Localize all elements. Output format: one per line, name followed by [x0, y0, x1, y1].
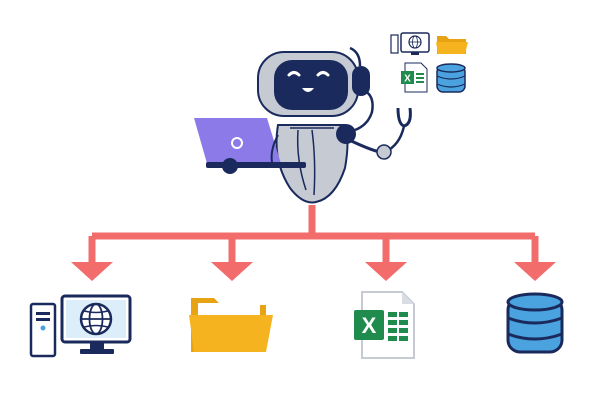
robot — [194, 46, 412, 204]
svg-text:X: X — [362, 313, 377, 338]
connector-arrowheads — [71, 262, 556, 281]
database-icon — [506, 292, 564, 354]
arrow-to-spreadsheet — [365, 262, 407, 281]
svg-text:X: X — [404, 74, 411, 85]
small-spreadsheet-icon: X — [401, 62, 428, 93]
connector-tree — [88, 205, 539, 262]
small-icon-cluster: X — [390, 32, 468, 93]
arrow-to-computer — [71, 262, 113, 281]
spreadsheet-icon: X — [354, 291, 415, 359]
small-computer-globe-icon — [390, 32, 430, 55]
small-folder-icon — [436, 36, 468, 54]
small-database-icon — [436, 63, 466, 93]
computer-globe-icon — [29, 294, 132, 358]
folder-icon — [189, 298, 273, 352]
arrow-to-database — [514, 262, 556, 281]
arrow-to-folder — [211, 262, 253, 281]
